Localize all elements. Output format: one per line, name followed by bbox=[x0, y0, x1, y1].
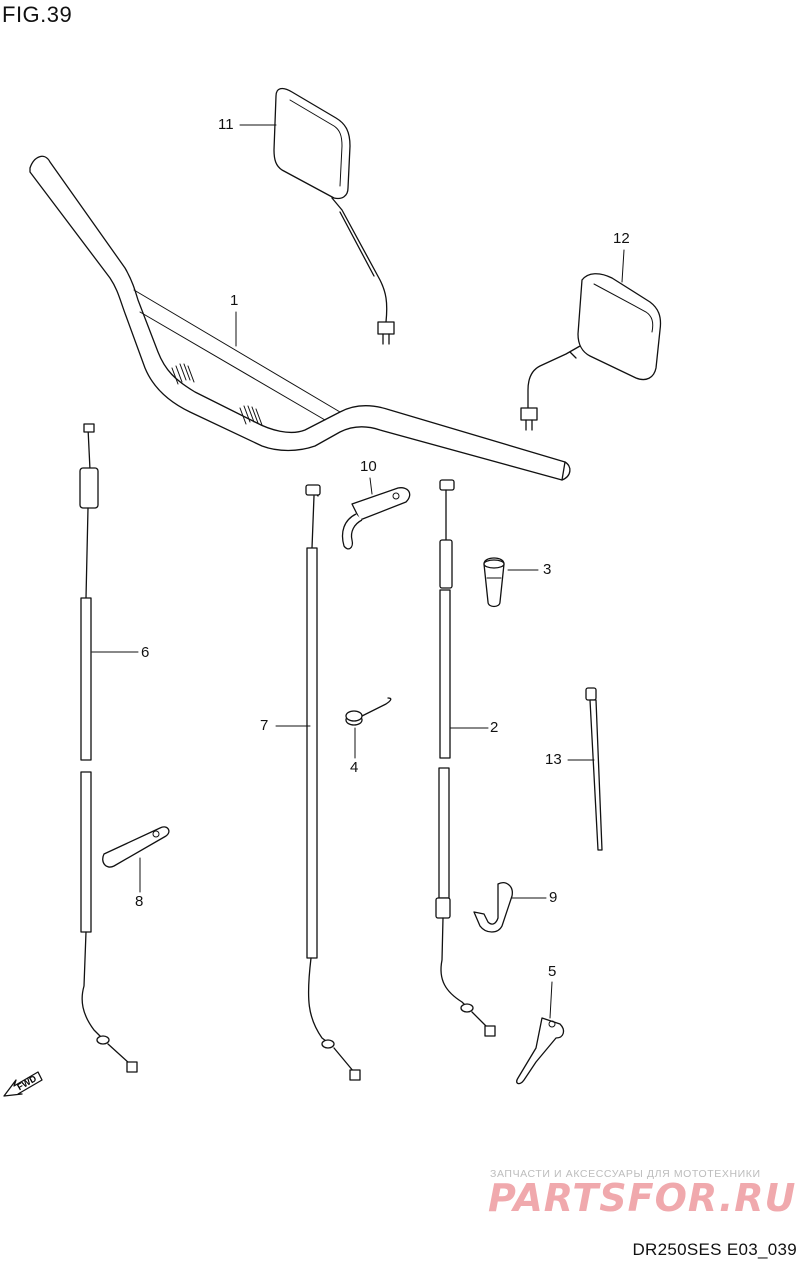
grip-3 bbox=[483, 557, 505, 608]
callout-11: 11 bbox=[218, 116, 234, 133]
watermark-logo: PARTSFOR.RU bbox=[488, 1176, 797, 1220]
callout-7: 7 bbox=[260, 717, 269, 734]
handlebar bbox=[29, 155, 571, 481]
callout-13: 13 bbox=[545, 751, 562, 768]
clamp-8 bbox=[102, 826, 170, 868]
fwd-arrow-icon: FWD bbox=[3, 1071, 43, 1097]
callout-12: 12 bbox=[613, 230, 630, 247]
cable-6 bbox=[79, 423, 138, 1073]
mirror-left bbox=[273, 87, 395, 345]
callout-5: 5 bbox=[548, 963, 557, 980]
callout-8: 8 bbox=[135, 893, 144, 910]
tie-13 bbox=[585, 687, 603, 851]
bracket-10 bbox=[341, 487, 411, 550]
leader-lines bbox=[91, 124, 625, 1019]
callout-10: 10 bbox=[360, 458, 377, 475]
spring-4 bbox=[345, 697, 392, 726]
callout-9: 9 bbox=[549, 889, 558, 906]
cable-7 bbox=[305, 484, 361, 1081]
bracket-5 bbox=[516, 1017, 565, 1085]
callout-6: 6 bbox=[141, 644, 150, 661]
cable-2 bbox=[435, 479, 496, 1037]
clamp-9 bbox=[473, 882, 513, 933]
callout-4: 4 bbox=[350, 759, 359, 776]
callout-2: 2 bbox=[490, 719, 499, 736]
watermark-tagline: ЗАПЧАСТИ И АКСЕССУАРЫ ДЛЯ МОТОТЕХНИКИ bbox=[490, 1168, 761, 1180]
model-code: DR250SES E03_039 bbox=[632, 1240, 797, 1259]
mirror-right bbox=[520, 273, 662, 431]
figure-title: FIG.39 bbox=[2, 2, 73, 27]
callout-1: 1 bbox=[230, 292, 239, 309]
callout-3: 3 bbox=[543, 561, 552, 578]
